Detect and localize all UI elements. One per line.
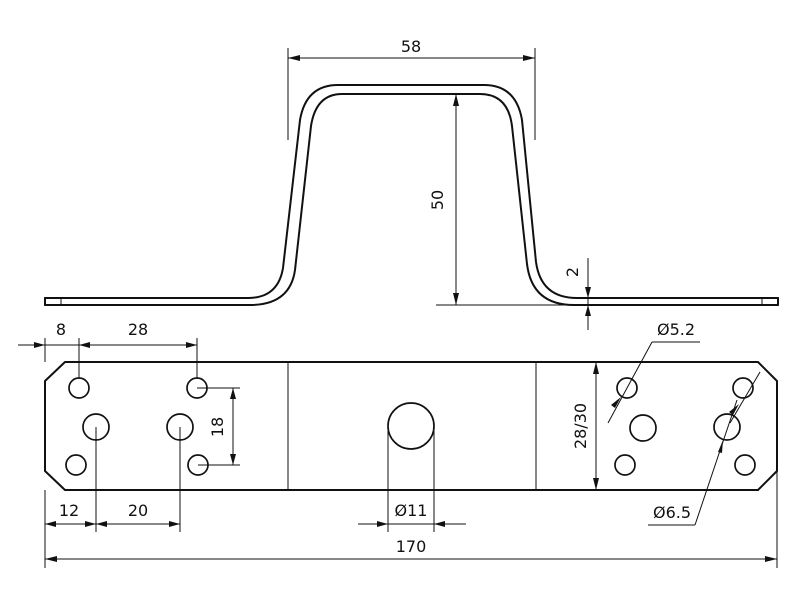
dimension-edge-offset: 8 [18, 320, 100, 378]
arrowhead [453, 94, 459, 106]
plate-outline [44, 361, 778, 491]
dimension-label: 58 [401, 37, 421, 56]
dimension-hole-pitch-top: 28 [79, 320, 198, 378]
leader-line [694, 399, 738, 526]
hole [732, 377, 754, 399]
center-hole [387, 402, 435, 450]
strap-outer-contour [44, 84, 779, 299]
dimension-label: 12 [59, 501, 79, 520]
hole [713, 413, 741, 441]
arrowhead [186, 342, 197, 348]
dimension-height: 50 [428, 93, 575, 306]
dimension-center-hole: Ø11 [358, 426, 466, 532]
dimension-label: Ø5.2 [657, 320, 695, 339]
arrowhead [593, 478, 599, 490]
arrowhead [45, 521, 56, 527]
arrowhead [523, 55, 535, 61]
arrowhead [611, 397, 621, 408]
dimension-label: Ø6.5 [653, 503, 691, 522]
dimension-label: 2 [563, 267, 582, 277]
hole [734, 454, 756, 476]
leader-line [729, 371, 761, 424]
arrowhead [230, 388, 236, 399]
dimension-top-width: 58 [287, 37, 536, 140]
arrowhead [585, 305, 591, 316]
arrowhead [45, 556, 57, 562]
arrowhead [169, 521, 180, 527]
plan-view [44, 361, 778, 491]
left-hole-group [65, 377, 209, 476]
arrowhead [85, 521, 96, 527]
arrowhead [453, 293, 459, 305]
leader-small-hole: Ø5.2 [607, 320, 761, 424]
arrowhead [718, 440, 723, 453]
arrowhead [377, 521, 388, 527]
dimension-label: 18 [208, 417, 227, 437]
hole [68, 377, 90, 399]
arrowhead [34, 342, 45, 348]
dimension-label: Ø11 [395, 501, 428, 520]
side-view [44, 84, 779, 306]
dimension-overall-length: 170 [44, 471, 778, 568]
dimension-label: 28 [128, 320, 148, 339]
arrowhead [765, 556, 777, 562]
dimension-label: 28/30 [571, 403, 590, 449]
right-hole-group [614, 377, 756, 476]
hole [629, 414, 657, 442]
arrowhead [288, 55, 300, 61]
strap-inner-contour [44, 93, 779, 306]
leader-large-hole: Ø6.5 [648, 399, 738, 526]
dimension-label: 8 [56, 320, 66, 339]
arrowhead [230, 454, 236, 465]
dimension-thickness: 2 [563, 258, 591, 330]
arrowhead [585, 287, 591, 298]
dimension-label: 20 [128, 501, 148, 520]
dimension-plate-width: 28/30 [571, 362, 599, 490]
hole [614, 454, 636, 476]
arrowhead [96, 521, 107, 527]
dimension-label: 170 [396, 537, 427, 556]
dimension-label: 50 [428, 190, 447, 210]
arrowhead [434, 521, 445, 527]
arrowhead [593, 362, 599, 374]
hole [65, 454, 87, 476]
dimension-hole-pitch-bottom: 20 [96, 427, 181, 532]
leader-line [607, 341, 653, 424]
dimension-vertical-spacing: 18 [197, 387, 240, 466]
